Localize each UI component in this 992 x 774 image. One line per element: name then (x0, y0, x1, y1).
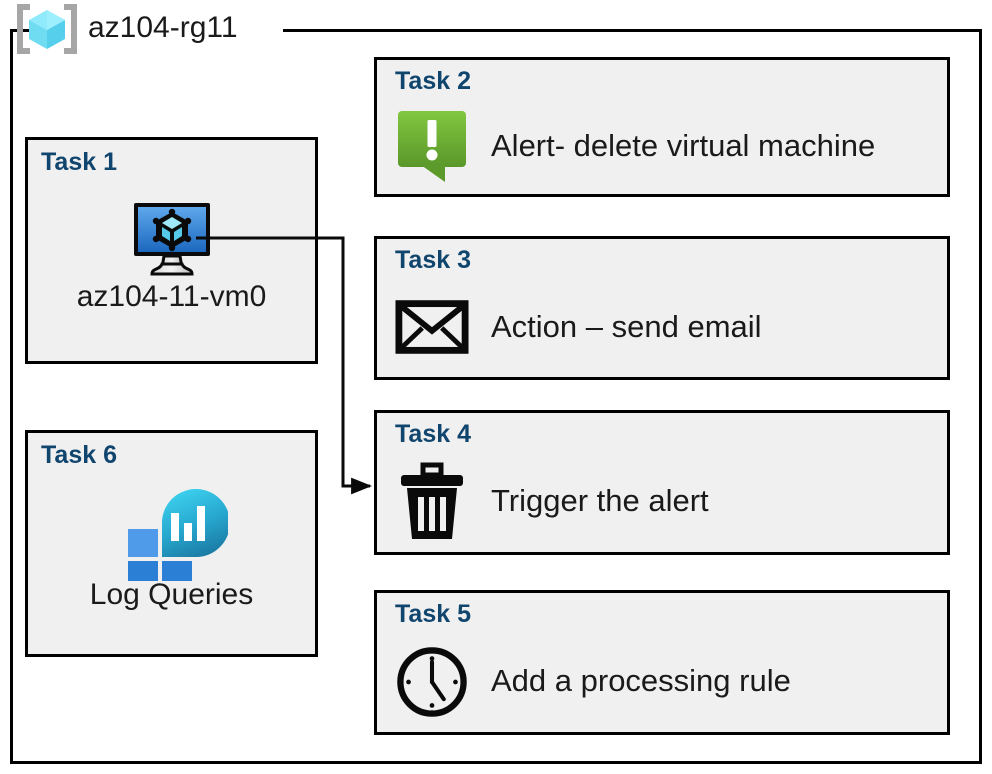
task-3-icon-wrap (395, 297, 469, 357)
alert-exclamation-icon (398, 111, 466, 182)
clock-icon (397, 646, 467, 717)
task-3-caption: Action – send email (491, 308, 762, 344)
log-analytics-icon (127, 489, 228, 581)
task-2-row: Alert- delete virtual machine (395, 104, 939, 188)
task-2-title: Task 2 (395, 67, 471, 95)
task-card-1[interactable]: Task 1 (25, 137, 318, 364)
task-5-caption: Add a processing rule (491, 663, 791, 699)
task-5-icon-wrap (395, 641, 469, 723)
resource-group-header: az104-rg11 (16, 2, 238, 56)
task-3-title: Task 3 (395, 246, 471, 274)
task-1-caption: az104-11-vm0 (76, 280, 267, 313)
task-6-caption: Log Queries (89, 578, 254, 611)
task-card-4[interactable]: Task 4 Trigger the alert (374, 410, 950, 555)
task-6-title: Task 6 (41, 441, 117, 469)
trash-can-icon (401, 462, 463, 539)
resource-group-cube-icon (17, 4, 77, 54)
resource-group-title-gap (35, 26, 283, 36)
resource-group-name: az104-rg11 (88, 11, 238, 44)
task-card-3[interactable]: Task 3 Action – send email (374, 236, 950, 380)
task-4-row: Trigger the alert (395, 457, 939, 546)
task-2-icon-wrap (395, 108, 469, 184)
task-3-row: Action – send email (395, 283, 939, 371)
resource-group-frame (10, 26, 982, 764)
task-4-title: Task 4 (395, 420, 471, 448)
virtual-machine-icon (133, 203, 210, 276)
task-4-caption: Trigger the alert (491, 483, 709, 519)
task-card-2[interactable]: Task 2 Alert- delete virtual machine (374, 57, 950, 197)
task-1-title: Task 1 (41, 148, 117, 176)
task-1-icon-wrap (28, 198, 315, 278)
task-4-icon-wrap (395, 461, 469, 543)
envelope-icon (395, 300, 469, 354)
task-card-5[interactable]: Task 5 Add a processing rule (374, 590, 950, 735)
task-6-icon-wrap (28, 483, 315, 583)
task-5-row: Add a processing rule (395, 637, 939, 726)
task-card-6[interactable]: Task 6 Log Queries (25, 430, 318, 657)
task-2-caption: Alert- delete virtual machine (491, 127, 876, 163)
task-5-title: Task 5 (395, 600, 471, 628)
